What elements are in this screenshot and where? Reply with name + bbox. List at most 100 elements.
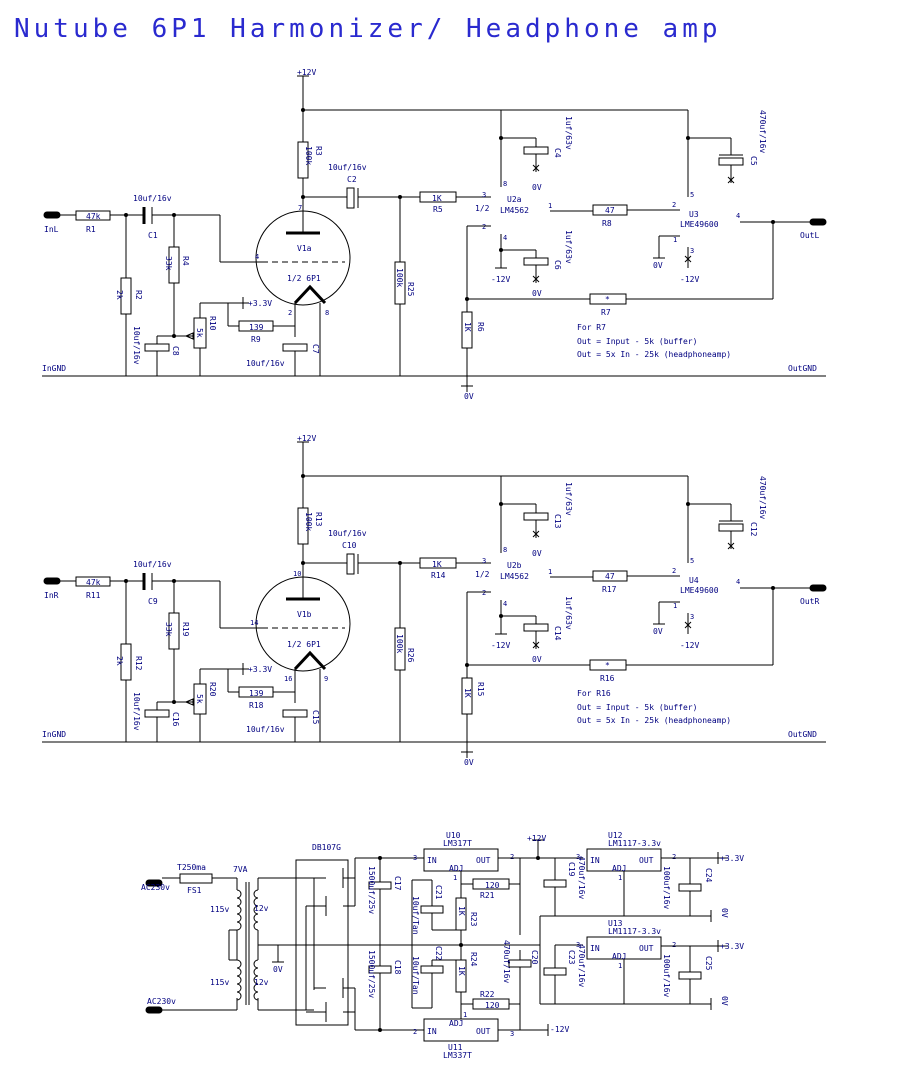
neg12-label-a: -12V [491, 641, 510, 650]
transformer-primary-2 [236, 959, 242, 1001]
zero-b: 0V [532, 289, 542, 298]
zero-gnd: 0V [464, 758, 474, 767]
c5-value: 470uf/16v [758, 110, 767, 154]
u11-pin2: 2 [413, 1028, 417, 1036]
r1-ref: R1 [86, 225, 96, 234]
r14-ref: R14 [431, 571, 446, 580]
u10-out: OUT [476, 856, 491, 865]
opamp-pin-neg: 2 [482, 589, 486, 597]
r18-value: 139 [249, 689, 264, 698]
u11-pin1: 1 [463, 1011, 467, 1019]
note-3: Out = 5x In - 25k (headphoneamp) [577, 716, 731, 725]
c12-value: 470uf/16v [758, 476, 767, 520]
c18-ref: C18 [393, 960, 402, 975]
c6-ref: C6 [553, 260, 562, 270]
input-jack [43, 211, 61, 219]
u12-name: LM1117-3.3v [608, 839, 661, 848]
buffer-name: LME49600 [680, 586, 719, 595]
u10-in: IN [427, 856, 437, 865]
r5-ref: R5 [433, 205, 443, 214]
in-gnd-label: InGND [42, 364, 66, 373]
r23-ref: R23 [469, 912, 478, 927]
note-2: Out = Input - 5k (buffer) [577, 703, 697, 712]
tube-pin-grid: 14 [250, 619, 258, 627]
capacitor-c24 [678, 883, 702, 892]
r23-value: 1K [457, 906, 466, 916]
c15-ref: C15 [311, 710, 320, 725]
capacitor-c16 [144, 709, 170, 718]
ac-in-top: AC230v [141, 883, 170, 892]
zero-c: 0V [653, 261, 663, 270]
bridge-frame [295, 859, 349, 1026]
c25-value: 100uf/16v [662, 954, 671, 998]
r8-value: 47 [605, 206, 615, 215]
c16-value: 10uf/16v [132, 692, 141, 731]
opamp-name: LM4562 [500, 572, 529, 581]
out-b: 0V [720, 908, 729, 918]
v33-label: +3.3V [248, 299, 272, 308]
buffer-pin-3: 3 [690, 613, 694, 621]
opamp-u2b [491, 548, 550, 606]
u11-ref: U11 [448, 1043, 463, 1052]
capacitor-c6 [523, 257, 549, 266]
r13-ref: R13 [314, 512, 323, 527]
c2-value: 10uf/16v [328, 163, 367, 172]
tube-ref: V1b [297, 610, 312, 619]
r24-ref: R24 [469, 952, 478, 967]
opamp-half: 1/2 [475, 570, 490, 579]
plus12-label: +12V [527, 834, 546, 843]
buffer-pin-out: 4 [736, 578, 740, 586]
c1-ref: C1 [148, 231, 158, 240]
r17-value: 47 [605, 572, 615, 581]
capacitor-c20 [508, 959, 532, 968]
buffer-pin-out: 4 [736, 212, 740, 220]
r2-ref: R2 [134, 290, 143, 300]
channel-left: InL 47k R1 R2 2k 10uf/16v C1 R4 33k C8 1 [42, 68, 827, 401]
c4-ref: C4 [553, 148, 562, 158]
c17-value: 1500uf/25v [367, 866, 376, 914]
c7-value: 10uf/16v [246, 359, 285, 368]
c8-ref: C8 [171, 346, 180, 356]
r14-value: 1K [432, 560, 442, 569]
transformer-secondary-1 [253, 889, 259, 931]
c5-ref: C5 [749, 156, 758, 166]
zero-c: 0V [653, 627, 663, 636]
c12-ref: C12 [749, 522, 758, 537]
r4-ref: R4 [181, 256, 190, 266]
u10-pin2: 2 [510, 853, 514, 861]
r8-ref: R8 [602, 219, 612, 228]
r3-value: 100k [304, 146, 313, 165]
tube-pin-plate: 7 [298, 204, 302, 212]
r11-ref: R11 [86, 591, 101, 600]
c23-value: 470uf/16v [577, 944, 586, 988]
transformer-primary-1 [236, 889, 242, 931]
output-label: OutR [800, 597, 819, 606]
supply-label: +12V [297, 68, 316, 77]
c23-ref: C23 [567, 950, 576, 965]
tube-pin-b: 8 [325, 309, 329, 317]
r20-ref: R20 [208, 682, 217, 697]
ac-in-top-jack [145, 879, 163, 887]
c10-ref: C10 [342, 541, 357, 550]
capacitor-c22 [420, 965, 444, 974]
in-gnd-label: InGND [42, 730, 66, 739]
c10-value: 10uf/16v [328, 529, 367, 538]
r16-value: * [605, 661, 610, 670]
transformer-gnd: 0V [273, 965, 283, 974]
capacitor-c25 [678, 971, 702, 980]
buffer-name: LME49600 [680, 220, 719, 229]
c17-ref: C17 [393, 876, 402, 891]
opamp-pin-in: 3 [482, 191, 486, 199]
opamp-pin-out: 1 [548, 568, 552, 576]
supply-label: +12V [297, 434, 316, 443]
transformer-s1: 12v [254, 904, 269, 913]
capacitor-c7 [282, 343, 308, 352]
c19-value: 470uf/16v [577, 856, 586, 900]
buffer-pin-v5: 5 [690, 557, 694, 565]
transformer-secondary-2 [253, 959, 259, 1001]
c19-ref: C19 [567, 862, 576, 877]
r6-value: 1K [463, 322, 472, 332]
output-jack [809, 218, 827, 226]
buffer-u4 [680, 559, 740, 616]
r15-ref: R15 [476, 682, 485, 697]
